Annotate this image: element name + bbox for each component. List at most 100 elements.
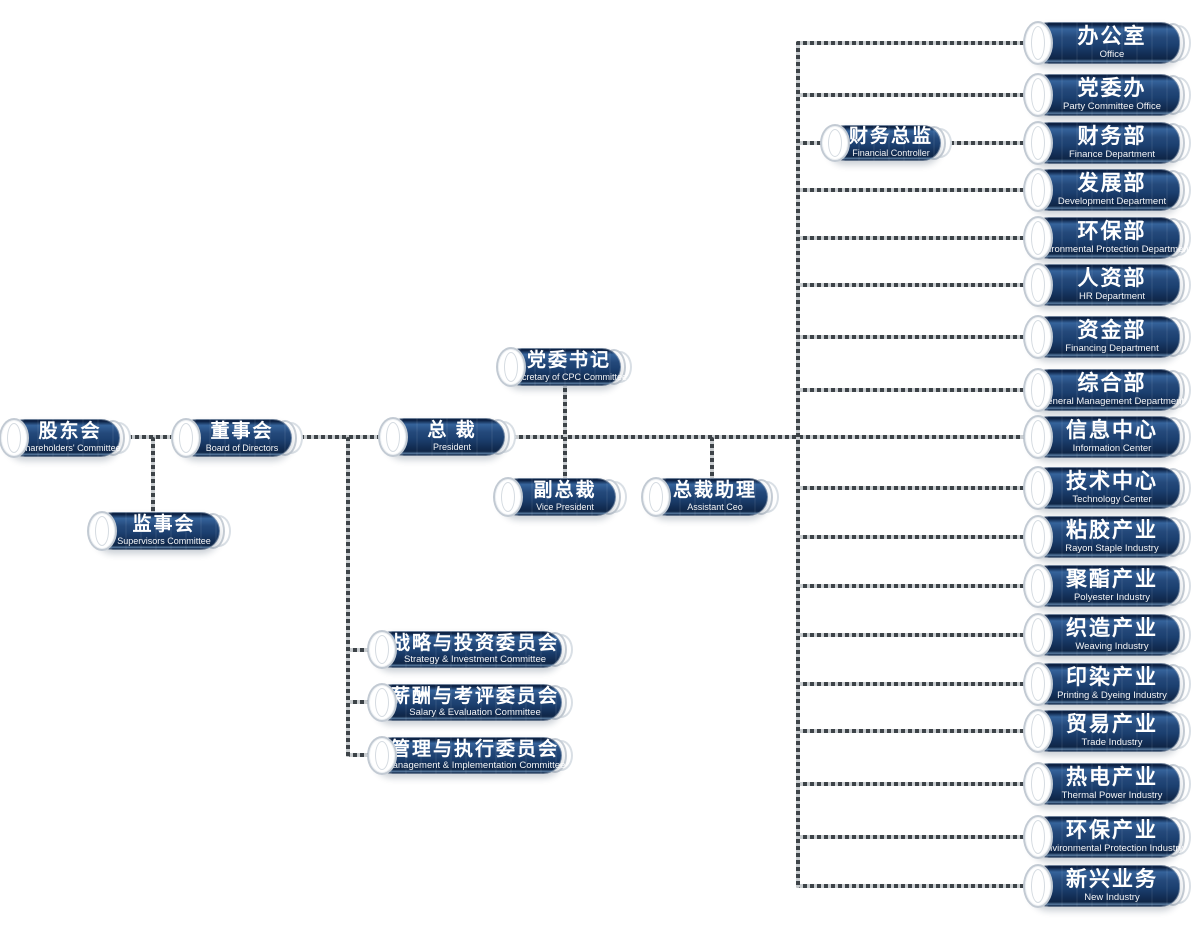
cylinder-left-cap-icon <box>1023 466 1053 510</box>
connector-line <box>300 435 387 439</box>
cylinder-left-cap-icon <box>367 683 397 722</box>
connector-line <box>796 782 1038 786</box>
node-title-zh: 发展部 <box>1077 172 1147 196</box>
node-subtitle-en: Management & Implementation Committee <box>384 760 566 772</box>
node-subtitle-en: New Industry <box>1084 891 1140 903</box>
cylinder-left-cap-icon <box>1023 415 1053 459</box>
connector-line <box>796 535 1038 539</box>
connector-line <box>151 437 155 531</box>
connector-line <box>796 486 1038 490</box>
cylinder-left-cap-icon <box>1023 864 1053 908</box>
connector-line <box>796 188 1038 192</box>
node-subtitle-en: Financing Department <box>1065 342 1159 354</box>
cylinder-left-cap-icon <box>1023 216 1053 260</box>
cylinder-left-cap-icon <box>1023 121 1053 165</box>
cylinder-left-cap-icon <box>1023 315 1053 359</box>
connector-line <box>346 700 380 704</box>
node-subtitle-en: Polyester Industry <box>1073 591 1151 603</box>
node-title-zh: 党委书记 <box>526 350 611 372</box>
node-subtitle-en: Shareholders' Committee <box>19 442 121 453</box>
node-subtitle-en: Party Committee Office <box>1062 100 1162 112</box>
cylinder-left-cap-icon <box>87 511 117 551</box>
connector-line <box>346 648 380 652</box>
node-title-zh: 股东会 <box>38 421 102 443</box>
node-title-zh: 管理与执行委员会 <box>390 738 559 760</box>
node-title-zh: 副总裁 <box>533 480 597 502</box>
node-title-zh: 贸易产业 <box>1066 713 1158 737</box>
node-subtitle-en: Printing & Dyeing Industry <box>1057 689 1167 701</box>
connector-line <box>796 93 1038 97</box>
connector-line <box>796 41 1038 45</box>
node-title-zh: 监事会 <box>132 514 196 536</box>
cylinder-left-cap-icon <box>493 477 523 517</box>
cylinder-left-cap-icon <box>378 417 408 457</box>
cylinder-left-cap-icon <box>1023 21 1053 65</box>
node-subtitle-en: Finance Department <box>1068 148 1156 160</box>
node-subtitle-en: Vice President <box>536 501 594 512</box>
cylinder-left-cap-icon <box>1023 662 1053 706</box>
connector-line <box>796 236 1038 240</box>
connector-line <box>796 388 1038 392</box>
connector-line <box>563 367 567 497</box>
cylinder-left-cap-icon <box>367 736 397 775</box>
node-title-zh: 新兴业务 <box>1066 868 1158 892</box>
node-subtitle-en: Rayon Staple Industry <box>1065 542 1159 554</box>
node-title-zh: 技术中心 <box>1066 470 1158 494</box>
node-subtitle-en: Development Department <box>1057 195 1167 207</box>
cylinder-left-cap-icon <box>1023 515 1053 559</box>
node-title-zh: 聚酯产业 <box>1066 568 1158 592</box>
connector-line <box>796 682 1038 686</box>
node-title-zh: 资金部 <box>1077 319 1147 343</box>
node-subtitle-en: Supervisors Committee <box>117 535 211 546</box>
node-subtitle-en: Secretary of CPC Committee <box>510 371 628 382</box>
node-subtitle-en: Environmental Protection Department <box>1032 243 1192 255</box>
node-title-zh: 印染产业 <box>1066 666 1158 690</box>
node-subtitle-en: Assistant Ceo <box>687 501 743 512</box>
node-subtitle-en: Thermal Power Industry <box>1061 789 1163 801</box>
connector-line <box>346 437 350 757</box>
connector-line <box>796 41 800 888</box>
cylinder-left-cap-icon <box>1023 73 1053 117</box>
node-title-zh: 战略与投资委员会 <box>390 632 559 654</box>
cylinder-left-cap-icon <box>1023 815 1053 859</box>
connector-line <box>796 335 1038 339</box>
connector-line <box>796 633 1038 637</box>
connector-line <box>346 753 380 757</box>
node-subtitle-en: Trade Industry <box>1081 736 1143 748</box>
cylinder-left-cap-icon <box>1023 762 1053 806</box>
node-subtitle-en: Technology Center <box>1072 493 1152 505</box>
